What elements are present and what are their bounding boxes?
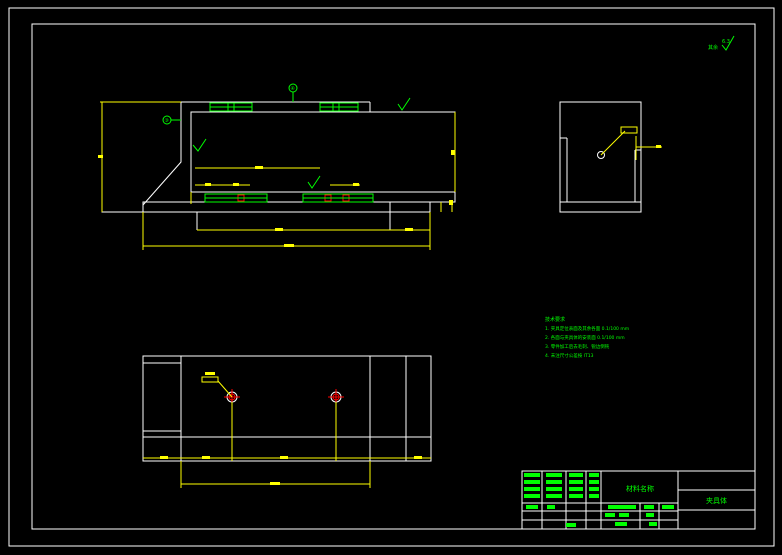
roughness-symbol-icon: 其余 6.3 bbox=[708, 35, 735, 51]
svg-text:4. 未注尺寸公差按 IT13: 4. 未注尺寸公差按 IT13 bbox=[545, 352, 594, 359]
svg-text:6.3: 6.3 bbox=[722, 39, 730, 45]
top-view bbox=[142, 355, 432, 488]
svg-text:2. 各面与夹具体的安装面 0.1/100 mm: 2. 各面与夹具体的安装面 0.1/100 mm bbox=[545, 334, 625, 341]
svg-text:其余: 其余 bbox=[708, 44, 718, 51]
tech-title: 技术要求 bbox=[545, 316, 565, 323]
part-name-label: 材料名称 bbox=[626, 484, 654, 493]
svg-text:③: ③ bbox=[165, 118, 169, 124]
side-view bbox=[559, 101, 662, 213]
svg-text:1. 夹具定位表面及其余各面 0.1/100 mm: 1. 夹具定位表面及其余各面 0.1/100 mm bbox=[545, 325, 629, 332]
svg-text:④: ④ bbox=[291, 86, 296, 92]
outer-border bbox=[8, 7, 775, 547]
drawing-name-label: 夹具体 bbox=[706, 496, 727, 505]
title-block: 材料名称 夹具体 bbox=[521, 470, 756, 530]
technical-requirements: 技术要求 1. 夹具定位表面及其余各面 0.1/100 mm 2. 各面与夹具体… bbox=[545, 316, 629, 359]
svg-text:3. 零件加工后去毛刺、锐边倒钝: 3. 零件加工后去毛刺、锐边倒钝 bbox=[545, 343, 610, 350]
inner-border bbox=[31, 23, 756, 530]
front-view: ④ ③ bbox=[98, 83, 456, 250]
